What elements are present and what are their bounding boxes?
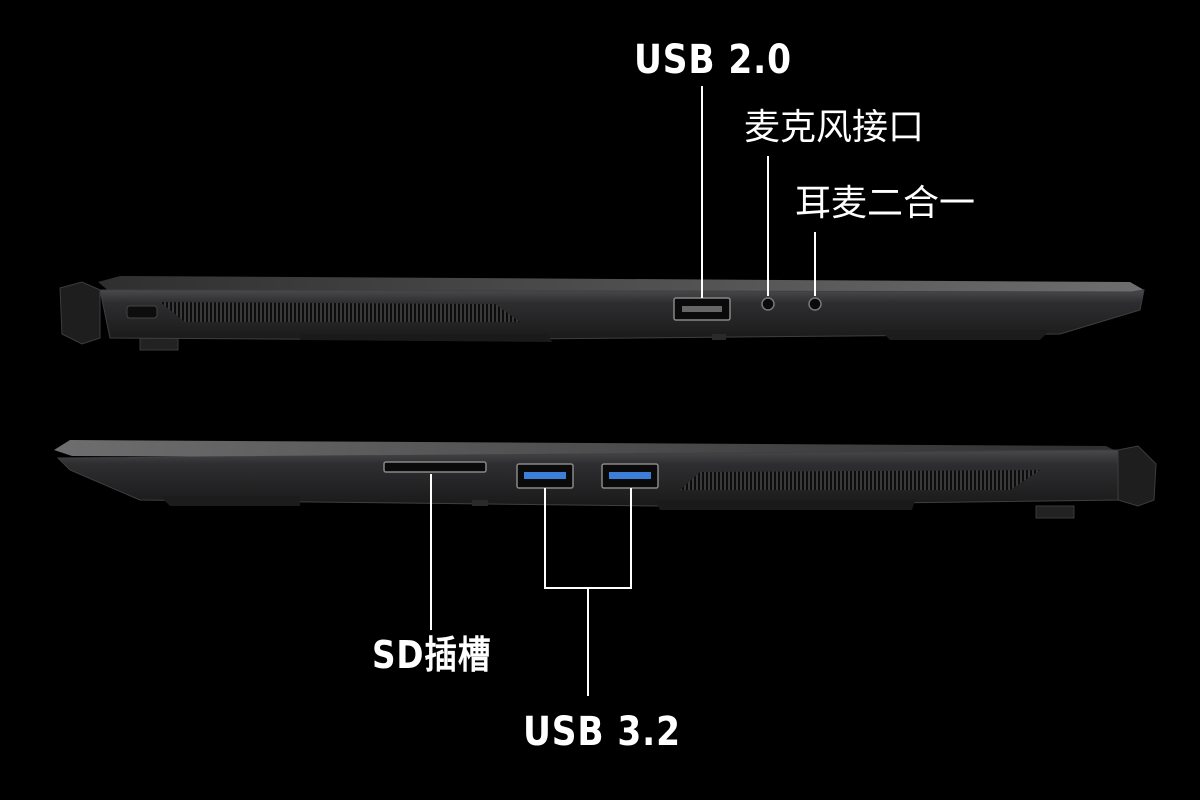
hinge-left: [59, 281, 101, 345]
mic-jack: [761, 297, 775, 311]
leader-lines: [430, 86, 816, 696]
foot-small-top: [712, 334, 726, 340]
vent-bottom: [680, 470, 1040, 490]
lower-lip-top: [300, 334, 552, 342]
usb32-port-1-tongue: [524, 472, 566, 479]
foot-left-1: [139, 337, 179, 351]
sd-slot: [383, 461, 487, 473]
body-top: [99, 289, 1145, 341]
laptop-right-side: [54, 440, 1157, 519]
lock-slot: [126, 305, 158, 319]
label-usb32: USB 3.2: [523, 709, 681, 755]
laptop-left-side: [59, 276, 1145, 351]
lower-lip-top-2: [880, 330, 1050, 340]
hinge-right: [1117, 445, 1157, 507]
label-sd-slot: SD插槽: [372, 633, 492, 677]
headset-jack: [808, 297, 822, 311]
label-headset-combo: 耳麦二合一: [795, 183, 976, 224]
vent-top: [160, 302, 520, 322]
foot-right-1: [1035, 505, 1075, 519]
label-usb20: USB 2.0: [634, 37, 792, 83]
lower-lip-bottom-2: [655, 500, 915, 510]
foot-small-bottom: [472, 500, 488, 506]
label-mic-port: 麦克风接口: [744, 107, 925, 148]
usb32-port-2-tongue: [609, 472, 651, 479]
usb20-port-tongue: [682, 306, 722, 312]
lower-lip-bottom: [160, 496, 300, 506]
